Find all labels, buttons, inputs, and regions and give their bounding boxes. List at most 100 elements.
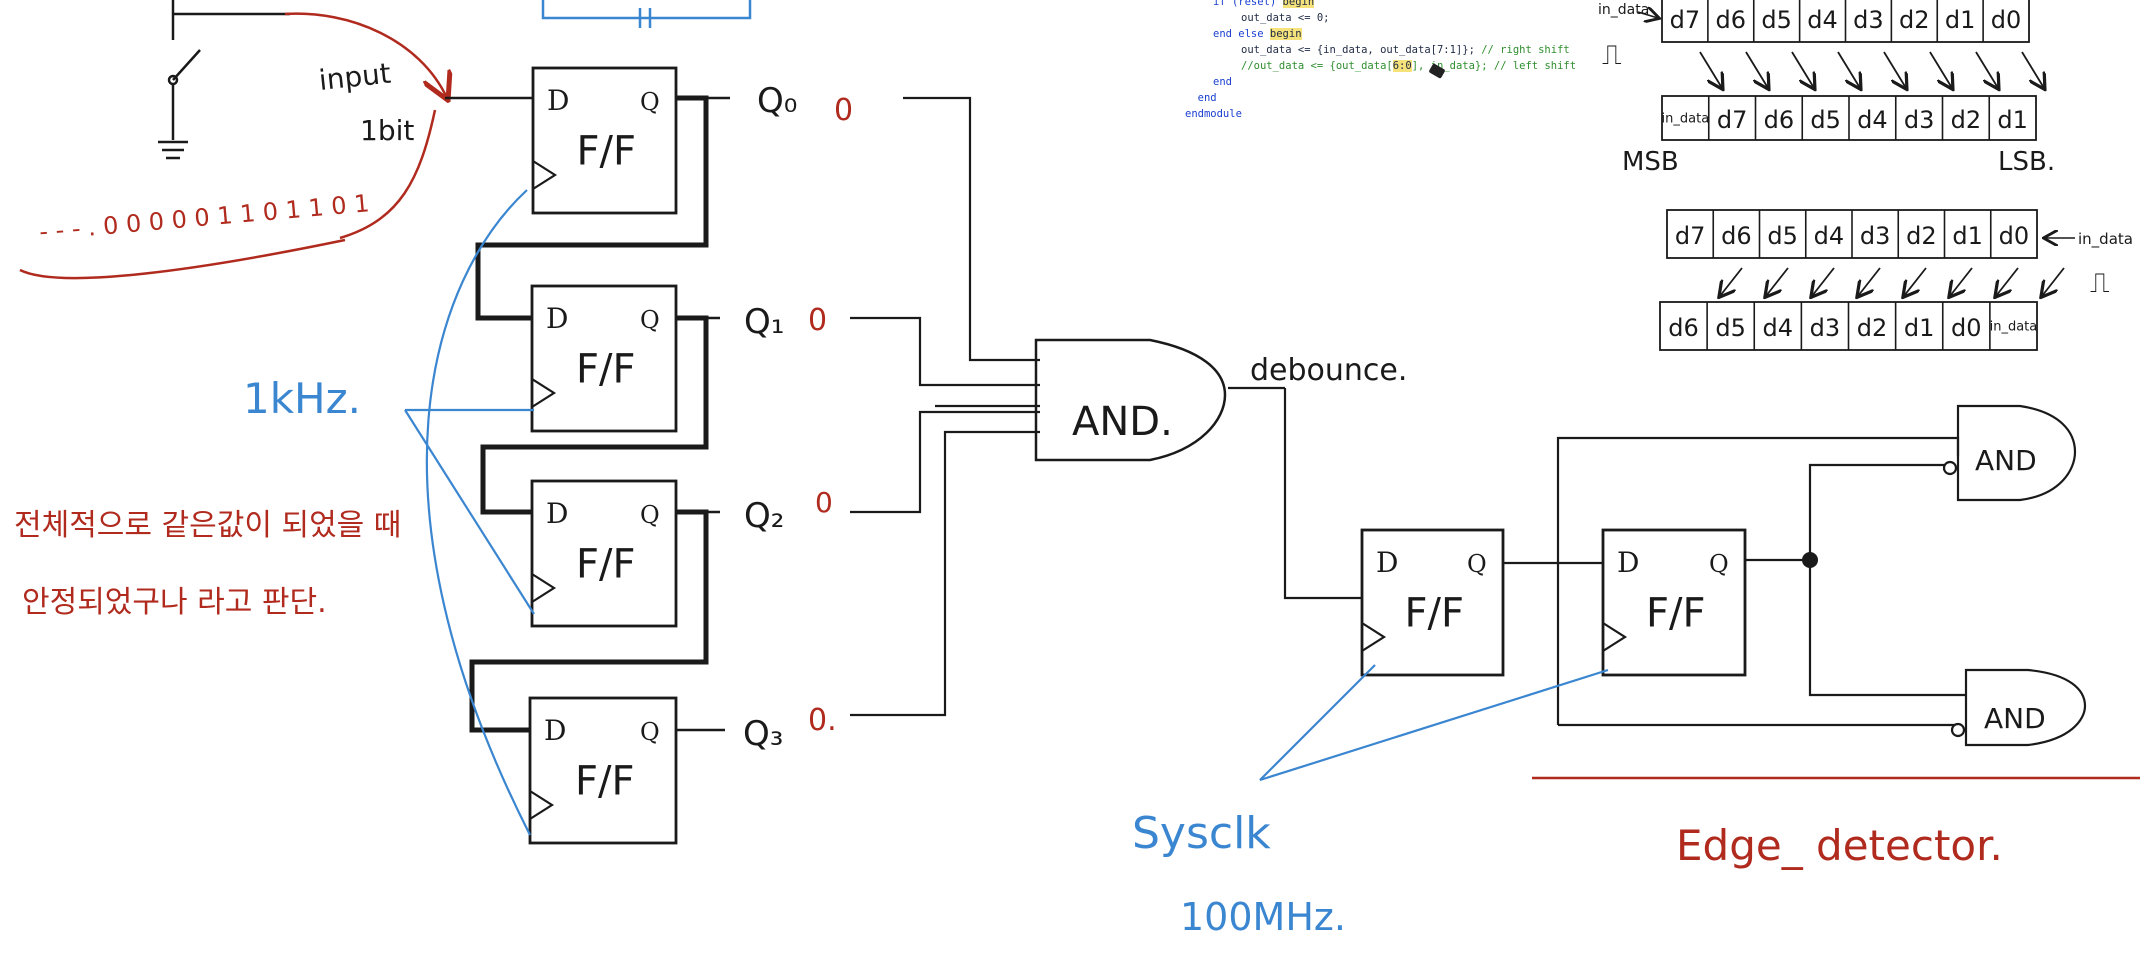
register-cell: d0 [1999, 222, 2030, 250]
code-line: out_data <= {in_data, out_data[7:1]}; //… [1185, 42, 1605, 58]
clock-triangle-icon [531, 378, 557, 408]
register-cell: d7 [1675, 222, 1706, 250]
register-cell: d3 [1904, 106, 1935, 134]
korean-note-line2: 안정되었구나 라고 판단. [22, 585, 327, 620]
reg-in-data-label-3: in_data [2078, 230, 2133, 249]
register-cell: d2 [1951, 106, 1982, 134]
ff-label: F/F [1646, 591, 1706, 637]
right-shift-arrow [1837, 51, 1860, 88]
ff-d-pin: D [546, 497, 568, 530]
q3-value: 0. [808, 703, 837, 738]
register-cell: d0 [1991, 6, 2022, 34]
ff-label: F/F [577, 129, 637, 175]
code-line: end [1185, 90, 1605, 106]
q0-value: 0 [834, 93, 853, 128]
and-gate-bottom [1950, 668, 2087, 747]
debounce-wire [1283, 388, 1362, 600]
register-cell: d1 [1997, 106, 2028, 134]
q3-label: Q₃ [743, 714, 783, 754]
left-shift-arrow [1996, 267, 2019, 296]
register-cell: d4 [1857, 106, 1888, 134]
left-shift-arrow [1904, 267, 1927, 296]
left-shift-arrow [1812, 267, 1835, 296]
left-shift-arrow [1950, 267, 1973, 296]
flip-flop-1: D QF/F [531, 66, 678, 215]
register-cell: d7 [1717, 106, 1748, 134]
clock-triangle-icon [529, 790, 555, 820]
ff-d-pin: D [1376, 546, 1398, 579]
clock-triangle-icon [532, 160, 558, 190]
register-cell: d4 [1814, 222, 1845, 250]
register-cell: d5 [1767, 222, 1798, 250]
ff-q-pin: Q [640, 306, 660, 334]
right-shift-arrow [1791, 51, 1814, 88]
register-cell: d5 [1715, 314, 1746, 342]
register-cell: in_data [1990, 320, 2038, 335]
input-label: input [317, 57, 392, 97]
register-cell: d1 [1952, 222, 1983, 250]
right-shift-arrow [1745, 51, 1768, 88]
ff-label: F/F [576, 347, 636, 393]
q1-label: Q₁ [744, 302, 784, 342]
sysclk-wires [1259, 664, 1609, 782]
ff-q-pin: Q [640, 88, 660, 116]
register-cell: d6 [1668, 314, 1699, 342]
debounce-label: debounce. [1250, 353, 1407, 388]
ff-label: F/F [1405, 591, 1465, 637]
reg-in-arrow-1 [1637, 12, 1658, 18]
code-token: out_data <= 0; [1241, 12, 1330, 24]
code-token: out_data <= {in_data, out_data[7:1]}; [1241, 44, 1482, 56]
ff-q-pin: Q [640, 718, 660, 746]
shift-arrows [1699, 51, 2065, 296]
clock-1khz-label: 1kHz. [243, 374, 361, 423]
ff-box [530, 284, 678, 433]
switch-symbol [158, 0, 290, 160]
ff-d-pin: D [547, 84, 569, 117]
code-line: end else begin [1185, 26, 1605, 42]
ff-box [530, 479, 678, 628]
code-line: if (reset) begin [1185, 0, 1605, 10]
left-shift-arrow [2042, 267, 2065, 296]
code-token: begin [1282, 0, 1315, 8]
code-token: endmodule [1185, 108, 1242, 120]
register-cell: d2 [1899, 6, 1930, 34]
ff-label: F/F [575, 759, 635, 805]
register-cell: d0 [1951, 314, 1982, 342]
q2-value: 0 [815, 486, 833, 519]
clock-triangle-icon [1361, 622, 1387, 652]
q0-label: Q₀ [757, 81, 797, 121]
ff-box [1601, 528, 1747, 677]
code-line: endmodule [1185, 106, 1605, 122]
code-token: ], in_data}; // left shift [1411, 60, 1577, 72]
register-cell: d2 [1906, 222, 1937, 250]
right-shift-arrow [1699, 51, 1722, 88]
q-to-and-wires [850, 96, 1040, 717]
reg-in-data-label-1: in_data [1598, 2, 1649, 18]
code-snippet: if (reset) begin out_data <= 0; end else b… [1185, 0, 1605, 122]
code-token: end else [1213, 28, 1270, 40]
and-main-label: AND. [1072, 399, 1173, 445]
right-shift-arrow [1929, 51, 1952, 88]
input-bracket-curve [339, 109, 437, 240]
input-bit-label: 1bit [360, 114, 414, 147]
ff-box [1360, 528, 1505, 677]
code-token: //out_data <= {out_data[ [1241, 60, 1393, 72]
lsb-label: LSB. [1998, 147, 2055, 177]
code-token: end [1213, 76, 1232, 88]
register-cell: d4 [1763, 314, 1794, 342]
code-token: end [1185, 92, 1217, 104]
sysclk-label: Sysclk [1132, 808, 1271, 859]
register-cell: d3 [1853, 6, 1884, 34]
register-cell: d3 [1860, 222, 1891, 250]
register-cell: d1 [1904, 314, 1935, 342]
register-cell: in_data [1662, 112, 1710, 127]
left-shift-arrow [1720, 267, 1743, 296]
ff-q-pin: Q [1467, 550, 1487, 578]
